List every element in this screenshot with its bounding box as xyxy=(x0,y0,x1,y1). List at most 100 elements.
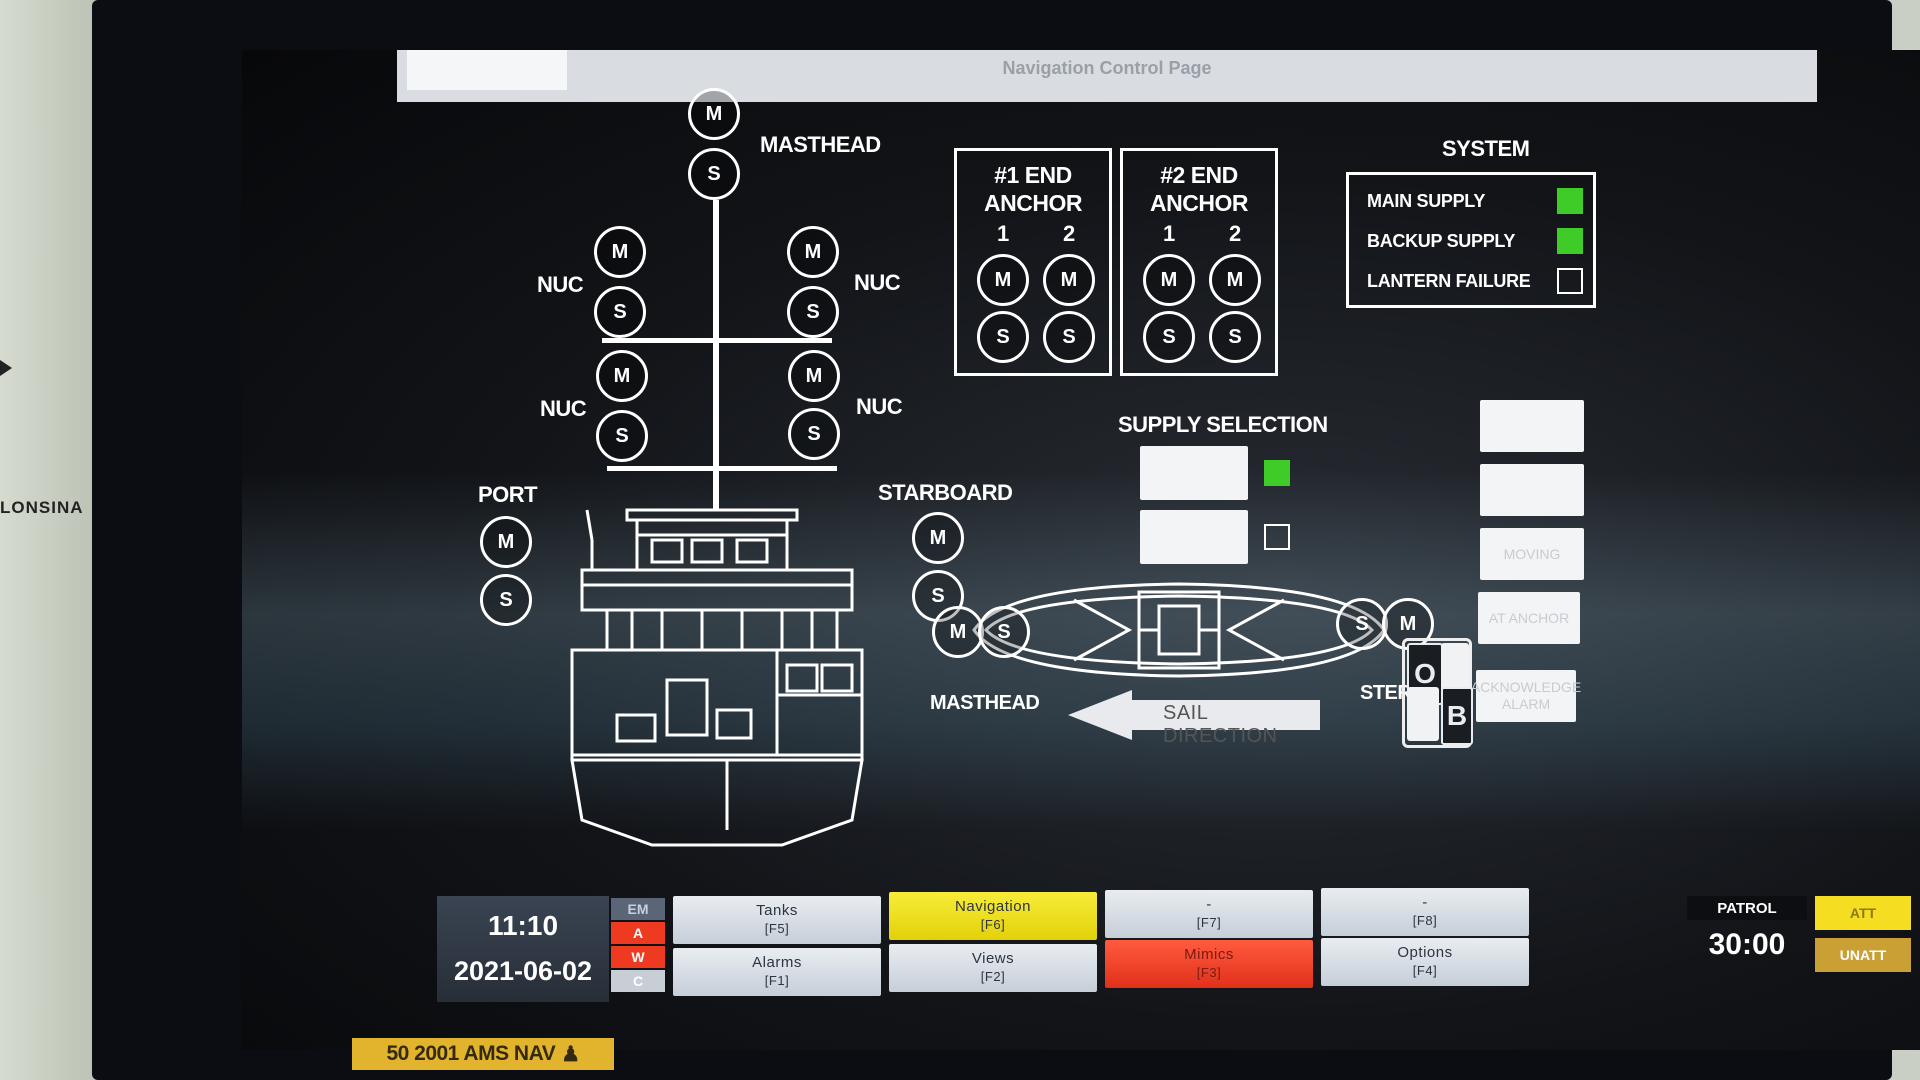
nuc-stbd-upper-s-light[interactable]: S xyxy=(787,286,839,338)
arrow-left-icon xyxy=(1068,690,1320,740)
acknowledge-alarm-line2: ALARM xyxy=(1501,696,1551,712)
main-supply-indicator xyxy=(1557,188,1583,214)
backup-supply-indicator xyxy=(1557,228,1583,254)
starboard-label: STARBOARD xyxy=(878,480,1013,505)
severity-a-button[interactable]: A xyxy=(611,922,665,944)
anchor2-2-m-light[interactable]: M xyxy=(1209,254,1261,306)
supply-option2-button[interactable] xyxy=(1140,510,1248,564)
acknowledge-alarm-button[interactable]: ACKNOWLEDGE ALARM xyxy=(1471,670,1581,722)
masthead-label: MASTHEAD xyxy=(760,132,881,157)
wall-arrow-icon xyxy=(0,360,12,376)
lantern-failure-indicator xyxy=(1557,268,1583,294)
anchor1-1-s-light[interactable]: S xyxy=(977,311,1029,363)
nuc-label-port-upper: NUC xyxy=(537,272,584,297)
supply-option2-indicator xyxy=(1264,524,1290,550)
mimics-label: Mimics xyxy=(1184,946,1234,963)
right-button-2[interactable] xyxy=(1480,464,1584,516)
navigation-fkey-button[interactable]: Navigation [F6] xyxy=(889,892,1097,940)
att-button[interactable]: ATT xyxy=(1815,896,1911,930)
lantern-failure-label: LANTERN FAILURE xyxy=(1367,271,1531,291)
anchor2-1-m-light[interactable]: M xyxy=(1143,254,1195,306)
options-label: Options xyxy=(1397,944,1453,961)
nuc-port-lower-m-light[interactable]: M xyxy=(596,350,648,402)
bottom-status-bar: 11:10 2021-06-02 EM A W C Tanks [F5] Nav… xyxy=(437,888,1920,1002)
f7-fkey-button[interactable]: - [F7] xyxy=(1105,890,1313,938)
moving-button[interactable]: MOVING xyxy=(1480,528,1584,580)
nuc-port-upper-s-light[interactable]: S xyxy=(594,286,646,338)
monitor-screen: Navigation Control Page M S MASTHEAD M S… xyxy=(242,50,1920,1050)
severity-c-button[interactable]: C xyxy=(611,970,665,992)
sail-direction-arrow[interactable]: SAIL DIRECTION xyxy=(1068,688,1320,747)
options-fkey-button[interactable]: Options [F4] xyxy=(1321,938,1529,986)
starboard-m-light[interactable]: M xyxy=(912,512,964,564)
nuc-stbd-upper-m-light[interactable]: M xyxy=(787,226,839,278)
anchor2-col1-label: 1 xyxy=(1163,221,1176,246)
patrol-timer: 30:00 xyxy=(1708,928,1786,961)
title-logo-box xyxy=(407,50,567,90)
main-supply-label: MAIN SUPPLY xyxy=(1367,191,1486,211)
ship-side-view-diagram xyxy=(570,508,864,847)
monitor-bezel: Navigation Control Page M S MASTHEAD M S… xyxy=(92,0,1920,1080)
unatt-button[interactable]: UNATT xyxy=(1815,938,1911,972)
alarms-key: [F1] xyxy=(764,973,790,988)
backup-supply-label: BACKUP SUPPLY xyxy=(1367,231,1516,251)
ob-bottom-right-cell[interactable]: B xyxy=(1441,687,1473,745)
port-m-light[interactable]: M xyxy=(480,516,532,568)
nuc-port-lower-s-light[interactable]: S xyxy=(596,410,648,462)
person-icon: ♟ xyxy=(561,1042,580,1066)
ob-indicator-box: O B xyxy=(1402,638,1473,748)
mast-crossbar-upper xyxy=(602,338,832,343)
nuc-port-upper-m-light[interactable]: M xyxy=(594,226,646,278)
window-title: Navigation Control Page xyxy=(1002,58,1212,78)
masthead-s-light[interactable]: S xyxy=(688,148,740,200)
tanks-key: [F5] xyxy=(764,921,790,936)
alarms-label: Alarms xyxy=(752,954,802,971)
navigation-key: [F6] xyxy=(980,917,1006,932)
anchor2-1-s-light[interactable]: S xyxy=(1143,311,1195,363)
asset-sticker: 50 2001 AMS NAV ♟ xyxy=(352,1038,614,1070)
anchor1-2-s-light[interactable]: S xyxy=(1043,311,1095,363)
f7-label: - xyxy=(1206,896,1212,913)
topview-masthead-label: MASTHEAD xyxy=(930,692,1040,714)
anchor1-2-m-light[interactable]: M xyxy=(1043,254,1095,306)
topview-stern-s-light[interactable]: S xyxy=(1336,598,1388,650)
alarms-fkey-button[interactable]: Alarms [F1] xyxy=(673,948,881,996)
severity-em-button[interactable]: EM xyxy=(611,898,665,920)
severity-w-button[interactable]: W xyxy=(611,946,665,968)
masthead-m-light[interactable]: M xyxy=(688,88,740,140)
right-button-1[interactable] xyxy=(1480,400,1584,452)
tanks-fkey-button[interactable]: Tanks [F5] xyxy=(673,896,881,944)
mast-crossbar-lower xyxy=(607,466,837,471)
clock-date: 2021-06-02 xyxy=(453,956,593,986)
mast-pole xyxy=(713,200,719,510)
sail-direction-label: SAIL DIRECTION xyxy=(1163,702,1278,747)
supply-option1-button[interactable] xyxy=(1140,446,1248,500)
topview-masthead-m-light[interactable]: M xyxy=(932,606,984,658)
port-s-light[interactable]: S xyxy=(480,574,532,626)
anchor1-title-line2: ANCHOR xyxy=(984,190,1082,216)
anchor1-1-m-light[interactable]: M xyxy=(977,254,1029,306)
nuc-stbd-lower-m-light[interactable]: M xyxy=(788,350,840,402)
clock-panel: 11:10 2021-06-02 xyxy=(437,896,609,1002)
options-key: [F4] xyxy=(1412,963,1438,978)
nuc-stbd-lower-s-light[interactable]: S xyxy=(788,408,840,460)
title-bar: Navigation Control Page xyxy=(397,50,1817,102)
port-label: PORT xyxy=(478,482,538,507)
ob-bottom-left-cell[interactable] xyxy=(1407,687,1439,741)
mimics-key: [F3] xyxy=(1196,965,1222,980)
anchor2-panel: #2 END ANCHOR 1 2 M M S S xyxy=(1120,148,1278,376)
views-fkey-button[interactable]: Views [F2] xyxy=(889,944,1097,992)
supply-option1-indicator xyxy=(1264,460,1290,486)
mimics-fkey-button[interactable]: Mimics [F3] xyxy=(1105,940,1313,988)
anchor2-2-s-light[interactable]: S xyxy=(1209,311,1261,363)
views-label: Views xyxy=(971,950,1015,967)
nuc-label-stbd-lower: NUC xyxy=(856,394,903,419)
f8-fkey-button[interactable]: - [F8] xyxy=(1321,888,1529,936)
anchor2-title-line1: #2 END xyxy=(1160,162,1238,188)
anchor1-col2-label: 2 xyxy=(1063,221,1076,246)
patrol-label: PATROL xyxy=(1687,896,1807,920)
at-anchor-button[interactable]: AT ANCHOR xyxy=(1478,592,1580,644)
topview-masthead-s-light[interactable]: S xyxy=(978,606,1030,658)
f8-label: - xyxy=(1422,894,1428,911)
system-panel: MAIN SUPPLY BACKUP SUPPLY LANTERN FAILUR… xyxy=(1346,172,1596,308)
